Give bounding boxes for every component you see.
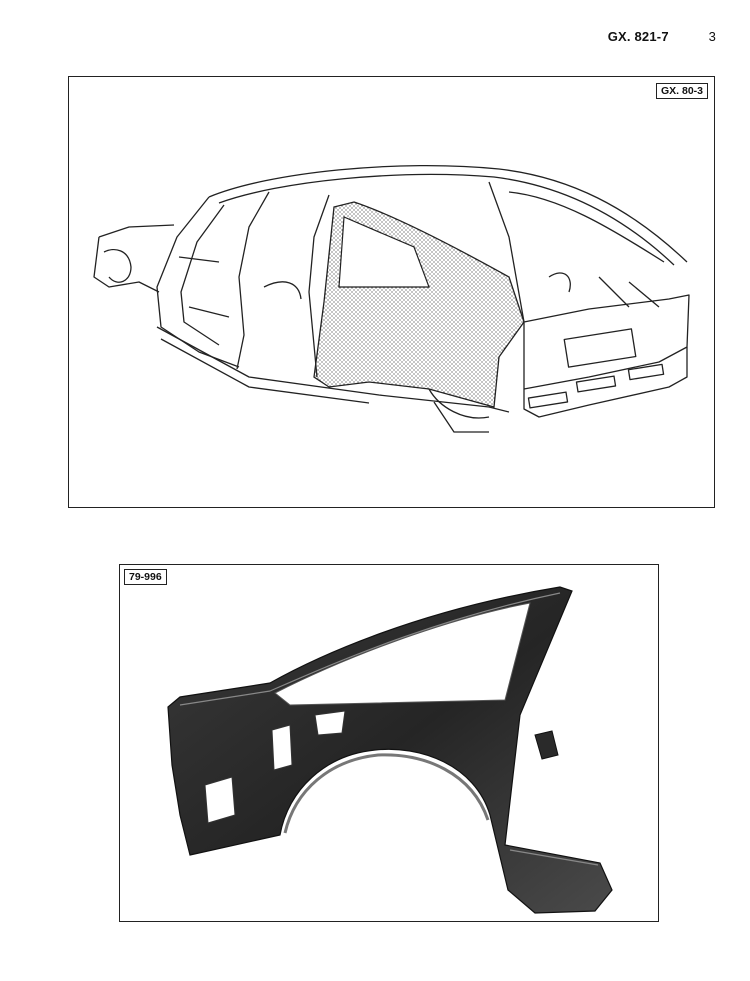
body-shell-figure: GX. 80-3 [68, 76, 715, 508]
figure-reference-gx-80-3: GX. 80-3 [655, 83, 708, 99]
document-reference: GX. 821-7 [607, 29, 669, 44]
body-shell-drawing [93, 164, 690, 433]
figure-reference-79-996: 79-996 [124, 569, 167, 585]
quarter-panel-figure: 79-996 [119, 564, 659, 922]
page-number: 3 [708, 29, 716, 44]
quarter-panel-photo [167, 586, 613, 914]
page-header: GX. 821-7 3 [608, 29, 716, 44]
